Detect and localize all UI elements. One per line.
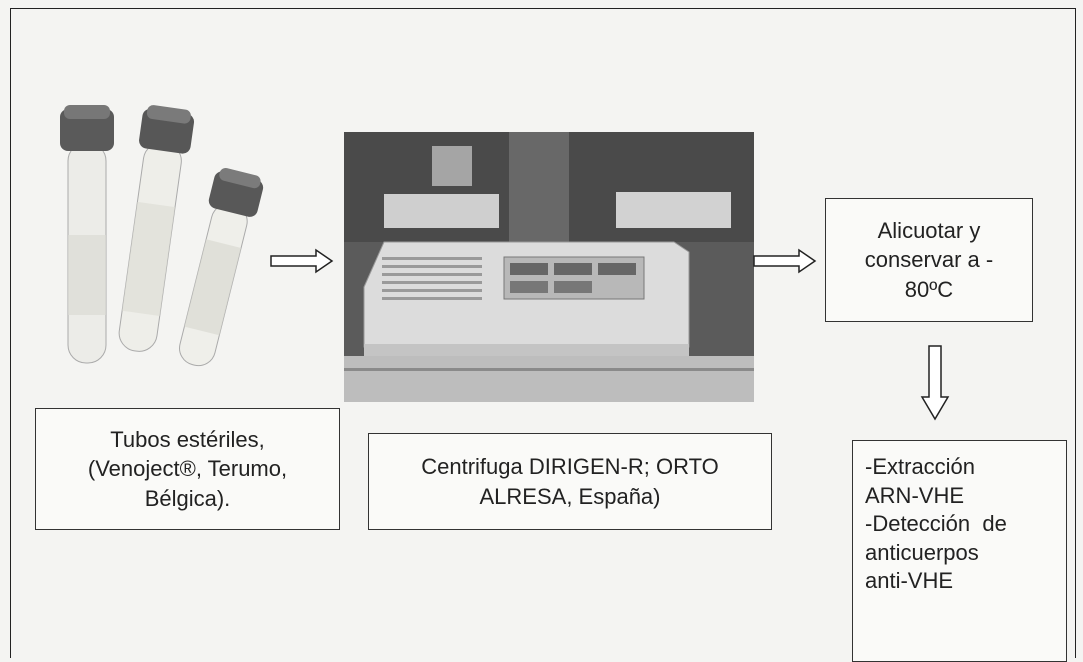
extraction-line-4: anticuerpos xyxy=(865,539,1007,568)
extraction-line-1: -Extracción xyxy=(865,453,1007,482)
tube-1 xyxy=(60,105,114,363)
tubes-label-line-1: Tubos estériles, xyxy=(88,425,287,454)
tubes-label-box: Tubos estériles, (Venoject®, Terumo, Bél… xyxy=(35,408,340,530)
centrifuge-label-line-2: ALRESA, España) xyxy=(421,482,718,511)
aliquot-line-2: conservar a - xyxy=(865,245,993,274)
hollow-down-arrow-icon xyxy=(920,345,950,421)
tubes-label-line-2: (Venoject®, Terumo, xyxy=(88,454,287,483)
centrifuge-body xyxy=(364,242,689,356)
aliquot-line-3: 80ºC xyxy=(865,275,993,304)
centrifuge-label-box: Centrifuga DIRIGEN-R; ORTO ALRESA, Españ… xyxy=(368,433,772,530)
hollow-arrow-icon-1 xyxy=(270,248,334,274)
aliquot-line-1: Alicuotar y xyxy=(865,216,993,245)
extraction-detection-box: -Extracción ARN-VHE -Detección de anticu… xyxy=(852,440,1067,662)
extraction-line-2: ARN-VHE xyxy=(865,482,1007,511)
centrifuge-label-line-1: Centrifuga DIRIGEN-R; ORTO xyxy=(421,452,718,481)
extraction-line-5: anti-VHE xyxy=(865,567,1007,596)
tubes-label-line-3: Bélgica). xyxy=(88,484,287,513)
blood-tubes-photo xyxy=(48,95,278,375)
hollow-arrow-icon-2 xyxy=(753,248,817,274)
centrifuge-photo xyxy=(344,132,754,402)
aliquot-storage-box: Alicuotar y conservar a - 80ºC xyxy=(825,198,1033,322)
extraction-line-3: -Detección de xyxy=(865,510,1007,539)
